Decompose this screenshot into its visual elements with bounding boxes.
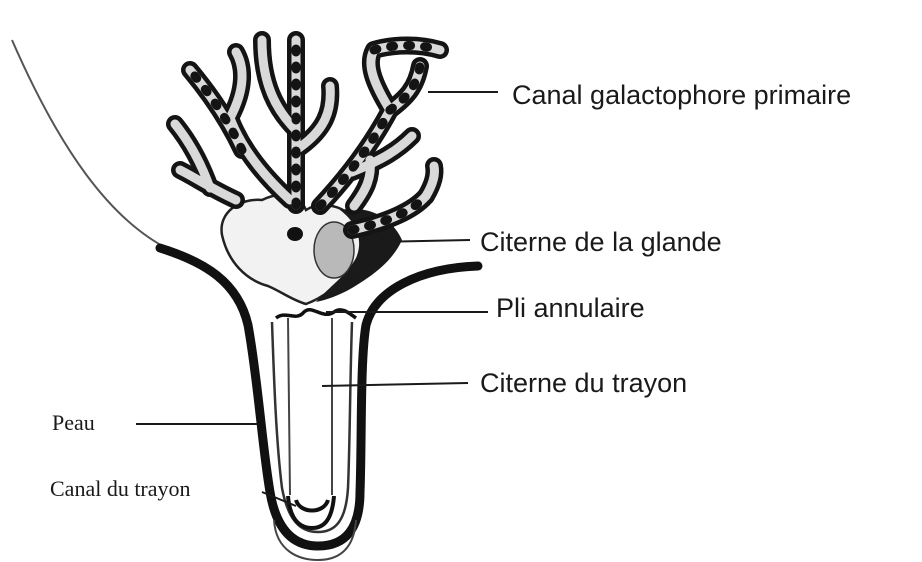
label-canal-galactophore: Canal galactophore primaire: [512, 80, 851, 110]
leader-citerne-trayon: [322, 383, 468, 386]
gland-cistern-spot: [287, 227, 303, 241]
annular-fold: [276, 310, 356, 318]
teat-cistern-outline: [288, 318, 332, 495]
milk-duct-tree: [175, 40, 440, 230]
label-citerne-glande: Citerne de la glande: [480, 227, 722, 257]
label-canal-trayon: Canal du trayon: [50, 476, 191, 501]
label-citerne-trayon: Citerne du trayon: [480, 368, 687, 398]
udder-contour-line: [12, 40, 170, 250]
label-peau: Peau: [52, 410, 95, 435]
label-pli-annulaire: Pli annulaire: [496, 293, 645, 323]
